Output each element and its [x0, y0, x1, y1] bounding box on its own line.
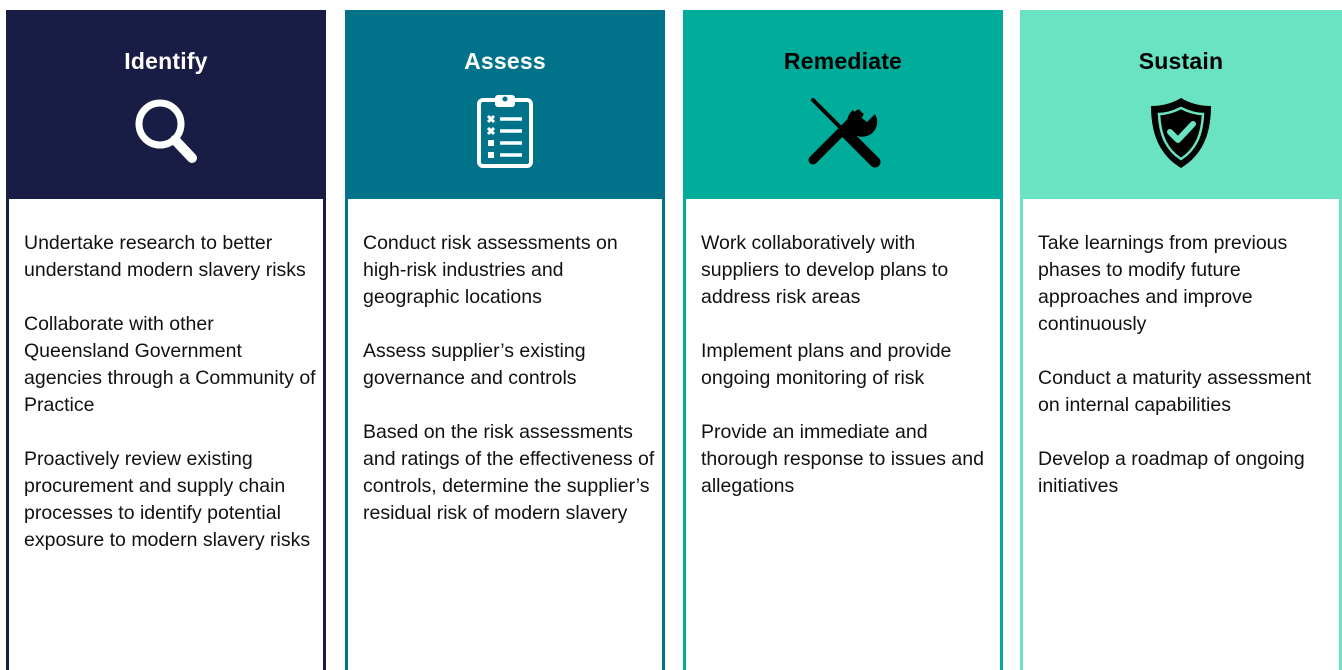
phase-item: Undertake research to better understand …: [24, 232, 306, 281]
clipboard-checklist-icon: [465, 92, 545, 172]
phase-body: Work collaboratively with suppliers to d…: [701, 230, 994, 527]
phase-item: Conduct risk assessments on high-risk in…: [363, 232, 618, 308]
phase-header-identify: Identify: [6, 10, 326, 199]
screwdriver-wrench-icon: [803, 92, 883, 172]
phase-body: Take learnings from previous phases to m…: [1038, 230, 1333, 527]
phase-column-assess: Assess Conduct risk assessments: [345, 10, 665, 670]
phase-item: Conduct a maturity assessment on interna…: [1038, 367, 1312, 416]
shield-check-icon: [1141, 92, 1221, 172]
phase-item: Based on the risk assessments and rating…: [363, 421, 655, 524]
phase-item: Take learnings from previous phases to m…: [1038, 232, 1288, 335]
phase-item: Provide an immediate and thorough respon…: [701, 421, 984, 497]
phase-title: Identify: [124, 48, 208, 74]
phase-title: Assess: [464, 48, 546, 74]
phase-item: Assess supplier’s existing governance an…: [363, 340, 586, 389]
phase-header-sustain: Sustain: [1020, 10, 1342, 199]
phase-body: Undertake research to better understand …: [24, 230, 317, 581]
phase-title: Remediate: [783, 48, 903, 74]
phase-header-remediate: Remediate: [683, 10, 1003, 199]
phase-item: Develop a roadmap of ongoing initiatives: [1038, 448, 1305, 497]
phase-item: Proactively review existing procurement …: [24, 448, 311, 551]
phase-title: Sustain: [1138, 48, 1224, 74]
phase-body: Conduct risk assessments on high-risk in…: [363, 230, 656, 554]
magnifying-glass-icon: [126, 92, 206, 172]
phase-header-assess: Assess: [345, 10, 665, 199]
phase-item: Implement plans and provide ongoing moni…: [701, 340, 952, 389]
phase-item: Collaborate with other Queensland Govern…: [24, 313, 316, 416]
phase-column-identify: Identify Undertake research to better un…: [6, 10, 326, 670]
phase-column-sustain: Sustain Take learnings from previous pha…: [1020, 10, 1342, 670]
phase-column-remediate: Remediate Work collaboratively with supp…: [683, 10, 1003, 670]
phase-item: Work collaboratively with suppliers to d…: [701, 232, 949, 308]
